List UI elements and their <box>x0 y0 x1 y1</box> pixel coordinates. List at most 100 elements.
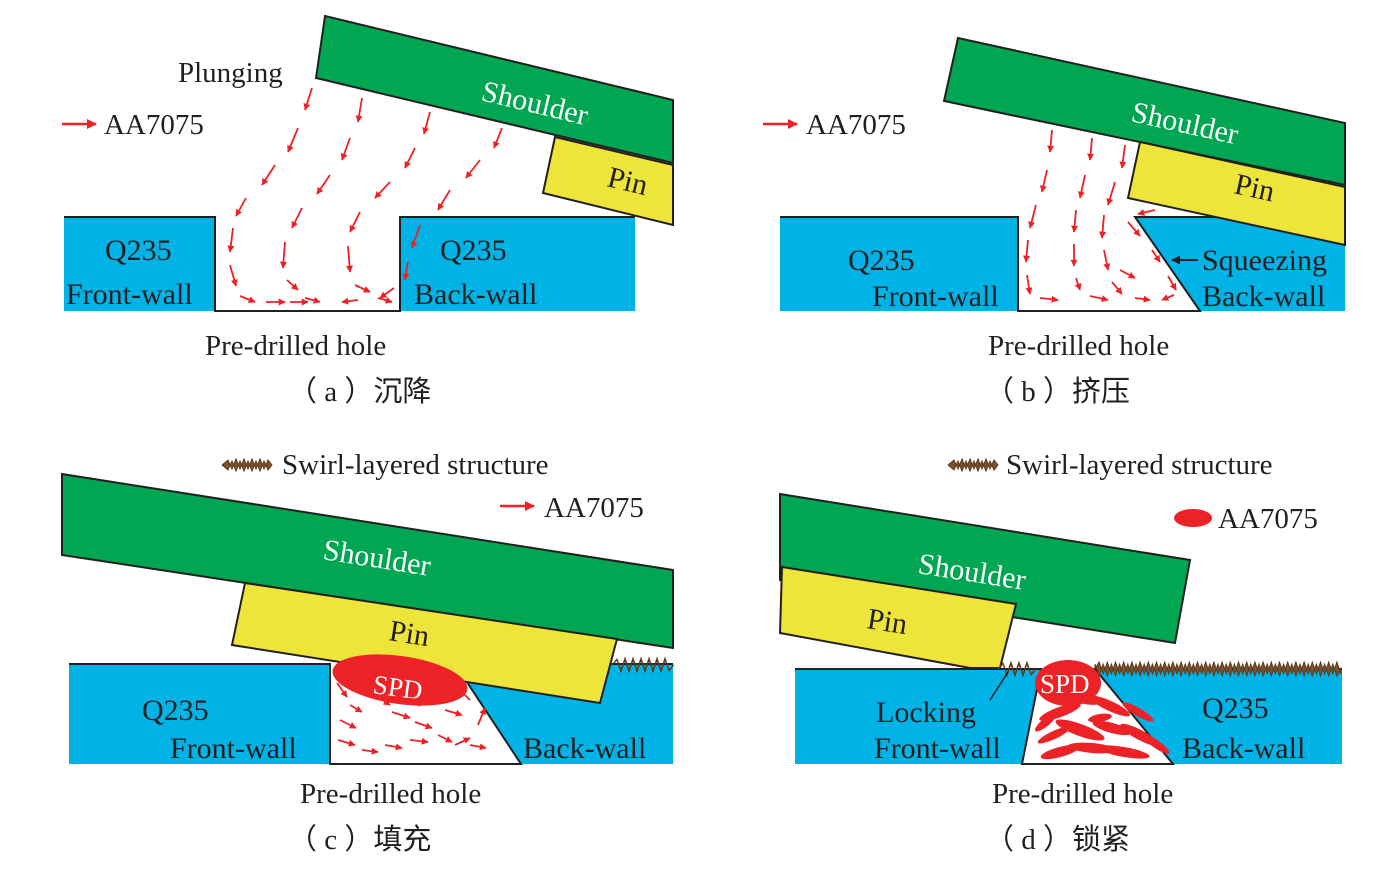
flow-arrow-icon <box>374 181 391 199</box>
flow-arrow-icon <box>1137 209 1156 216</box>
flow-arrow-icon <box>410 224 421 249</box>
swirl-legend-icon <box>947 457 999 473</box>
flow-arrow-icon <box>1103 249 1111 271</box>
flow-arrow-icon <box>1127 221 1141 237</box>
pin-label: Pin <box>387 614 432 653</box>
shoulder-block <box>942 36 1346 187</box>
swirl-legend-label: Swirl-layered structure <box>1006 449 1273 481</box>
aa7075-particles <box>1034 695 1170 760</box>
back-wall-material: Q235 <box>440 234 507 267</box>
stage-label: Plunging <box>178 57 283 89</box>
aa7075-particle <box>1142 734 1170 754</box>
front-wall-material: Q235 <box>142 694 209 727</box>
flow-arrow-icon <box>361 747 379 755</box>
flow-arrow-icon <box>457 687 471 701</box>
flow-arrow-icon <box>437 734 453 743</box>
flow-arrow-icon <box>402 261 410 281</box>
front-wall-block <box>795 669 1041 764</box>
flow-arrow-icon <box>1028 204 1037 229</box>
aa7075-particle <box>1089 695 1131 717</box>
pre-drilled-hole-outline <box>64 216 635 312</box>
flow-arrow-icon <box>1047 129 1055 153</box>
flow-arrow-icon <box>377 296 393 304</box>
back-wall-block <box>1135 217 1345 311</box>
hole-label: Pre-drilled hole <box>988 330 1169 362</box>
flow-arrow-icon <box>1099 214 1107 239</box>
hole-label: Pre-drilled hole <box>300 778 481 810</box>
front-wall-material: Q235 <box>105 234 172 267</box>
panel-a: Plunging AA7075 Shoulder Pin Q235 Front-… <box>62 14 674 408</box>
flow-arrow-icon <box>374 694 391 706</box>
flow-arrow-icon <box>227 227 235 253</box>
front-wall-label: Front-wall <box>170 732 297 765</box>
figure-caption: （ c ）填充 <box>288 823 431 856</box>
legend-material-label: AA7075 <box>1218 503 1318 535</box>
back-wall-label: Back-wall <box>523 732 646 765</box>
pin-block <box>541 135 674 227</box>
flow-arrow-icon <box>1167 275 1177 291</box>
back-wall-label: Back-wall <box>1182 732 1305 765</box>
flow-arrow-icon <box>339 719 357 729</box>
flow-arrow-icon <box>1025 274 1033 295</box>
pre-drilled-hole-outline <box>780 216 1345 312</box>
front-wall-block <box>69 664 330 764</box>
flow-arrow-icon <box>1106 181 1116 206</box>
flow-arrow-icon <box>407 697 421 707</box>
flow-arrow-icon <box>493 127 503 149</box>
flow-arrow-icon <box>316 174 331 195</box>
locking-pointer <box>989 671 1009 701</box>
aa7075-particle <box>1122 702 1154 722</box>
front-wall-label: Front-wall <box>66 278 193 311</box>
shoulder-block <box>314 14 674 165</box>
front-wall-block <box>64 217 215 311</box>
flow-arrow-icon <box>427 689 441 699</box>
flow-arrow-icon <box>444 709 463 717</box>
aa7075-particle <box>1055 719 1105 741</box>
flow-arrow-icon <box>1039 295 1059 303</box>
front-wall-material: Q235 <box>848 244 915 277</box>
flow-arrow-icon <box>1039 169 1048 193</box>
legend-material-label: AA7075 <box>544 492 644 524</box>
flow-arrow-icon <box>477 707 486 726</box>
squeezing-label: Squeezing <box>1202 244 1327 277</box>
flow-arrow-icon <box>303 87 313 111</box>
flow-arrow-icon <box>1074 277 1082 291</box>
aa7075-particle <box>1088 713 1112 723</box>
back-wall-material: Q235 <box>1202 692 1269 725</box>
flow-arrow-icon <box>239 295 256 303</box>
flow-arrow-icon <box>465 159 481 179</box>
legend-blob-icon <box>1174 509 1212 527</box>
swirl-structure-right <box>1094 660 1342 678</box>
back-wall-label: Back-wall <box>414 278 537 311</box>
flow-arrow-icon <box>454 737 471 746</box>
figure-caption: （ d ）锁紧 <box>985 823 1130 856</box>
flow-arrow-icon <box>1111 281 1123 295</box>
flow-arrows <box>1023 129 1177 303</box>
pin-block <box>778 565 1018 669</box>
flow-arrow-icon <box>261 164 276 186</box>
figure-caption: （ a ）沉降 <box>288 375 431 408</box>
shoulder-block <box>61 472 674 650</box>
flow-arrows <box>227 87 503 306</box>
hole-label: Pre-drilled hole <box>992 778 1173 810</box>
aa7075-particle <box>1092 720 1132 736</box>
back-wall-block <box>400 217 635 311</box>
flow-arrow-icon <box>349 211 361 233</box>
panel-c: SPD Swirl-layered structure AA7075 Shoul… <box>61 449 675 856</box>
locking-label: Locking <box>876 696 976 729</box>
flow-arrow-icon <box>1077 174 1086 199</box>
back-wall-label: Back-wall <box>1202 280 1325 313</box>
front-wall-block <box>780 217 1018 311</box>
flow-arrow-icon <box>349 704 363 713</box>
legend-material-label: AA7075 <box>806 109 906 141</box>
flow-arrow-icon <box>287 127 299 153</box>
flow-arrow-icon <box>336 682 348 698</box>
figure-caption: （ b ）挤压 <box>985 375 1130 408</box>
flow-arrow-icon <box>279 241 287 269</box>
flow-arrow-icon <box>391 711 411 720</box>
flow-arrow-icon <box>437 189 451 211</box>
panel-d: Swirl-layered structure AA7075 SPD Shoul… <box>778 449 1342 856</box>
flow-arrow-icon <box>1071 209 1079 233</box>
legend-material-label: AA7075 <box>104 109 204 141</box>
